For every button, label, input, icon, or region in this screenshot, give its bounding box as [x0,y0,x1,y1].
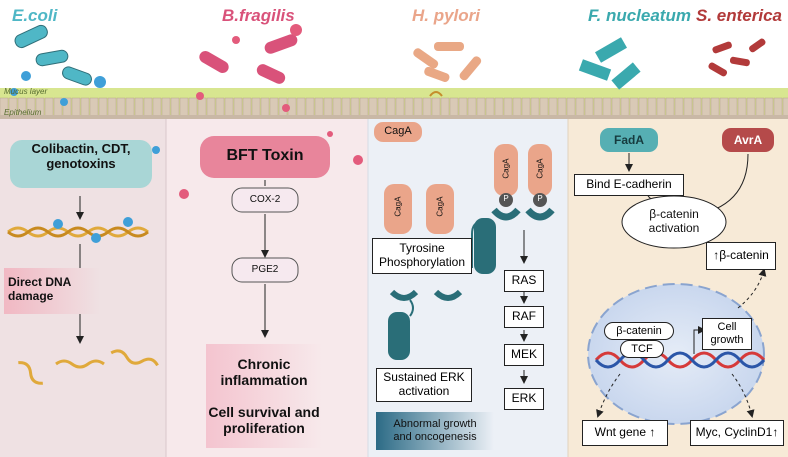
tyrosine-box: Tyrosine Phosphorylation [372,238,472,274]
ecoli-toxin-label: Colibactin, CDT, genotoxins [31,141,131,171]
species-hpylori: H. pylori [412,6,481,25]
senterica-bacteria [708,38,766,77]
inflammation-label: Chronic inflammation [220,356,308,389]
hpylori-panel-graphics [374,122,555,450]
avra-label: AvrA [733,133,763,147]
ras-box: RAS [504,270,544,292]
caga-label-1: CagA [393,196,403,217]
mucus-layer-label: Mucus layer [4,87,48,96]
ecoli-panel-graphics [4,140,160,385]
phospho-label-1: P [503,194,509,203]
phospho-label-2: P [537,194,543,203]
bfragilis-bacteria [179,24,363,199]
species-ecoli: E.coli [12,6,58,25]
epithelium-cells [0,97,788,117]
tcf-box: TCF [620,340,664,358]
mek-box: MEK [504,344,544,366]
bfragilis-panel-graphics [200,136,330,448]
bcat-nuclear-box: β-catenin [604,322,674,340]
species-fnucleatum: F. nucleatum [588,6,691,25]
raf-box: RAF [504,306,544,328]
myc-cyclind1-box: Myc, CyclinD1↑ [690,420,784,446]
survival-label: Cell survival and proliferation [208,404,320,437]
caga-label-4: CagA [535,158,545,179]
caga-header-label: CagA [384,125,412,137]
bcat-up-box: ↑β-catenin [706,242,776,270]
species-senterica: S. enterica [696,6,782,25]
abnormal-label: Abnormal growth and oncogenesis [393,418,477,443]
cell-growth-box: Cell growth [702,318,752,350]
fada-label: FadA [614,133,644,147]
pge2-label: PGE2 [251,264,279,275]
species-bfragilis: B.fragilis [222,6,295,25]
ecoli-damage-label: Direct DNA damage [8,275,72,303]
bft-toxin-label: BFT Toxin [226,147,304,164]
sustained-erk-box: Sustained ERK activation [376,368,472,402]
caga-label-2: CagA [435,196,445,217]
epithelium-label: Epithelium [4,108,42,117]
caga-label-3: CagA [501,158,511,179]
bind-ecadherin-box: Bind E-cadherin [574,174,684,196]
hpylori-bacteria [413,42,482,97]
fnucleatum-bacteria [578,37,641,90]
cox2-label: COX-2 [249,194,281,205]
erk-box: ERK [504,388,544,410]
bcat-activation-label: β-catenin activation [648,207,700,235]
wnt-gene-box: Wnt gene ↑ [582,420,668,446]
ecoli-bacteria [10,24,106,106]
